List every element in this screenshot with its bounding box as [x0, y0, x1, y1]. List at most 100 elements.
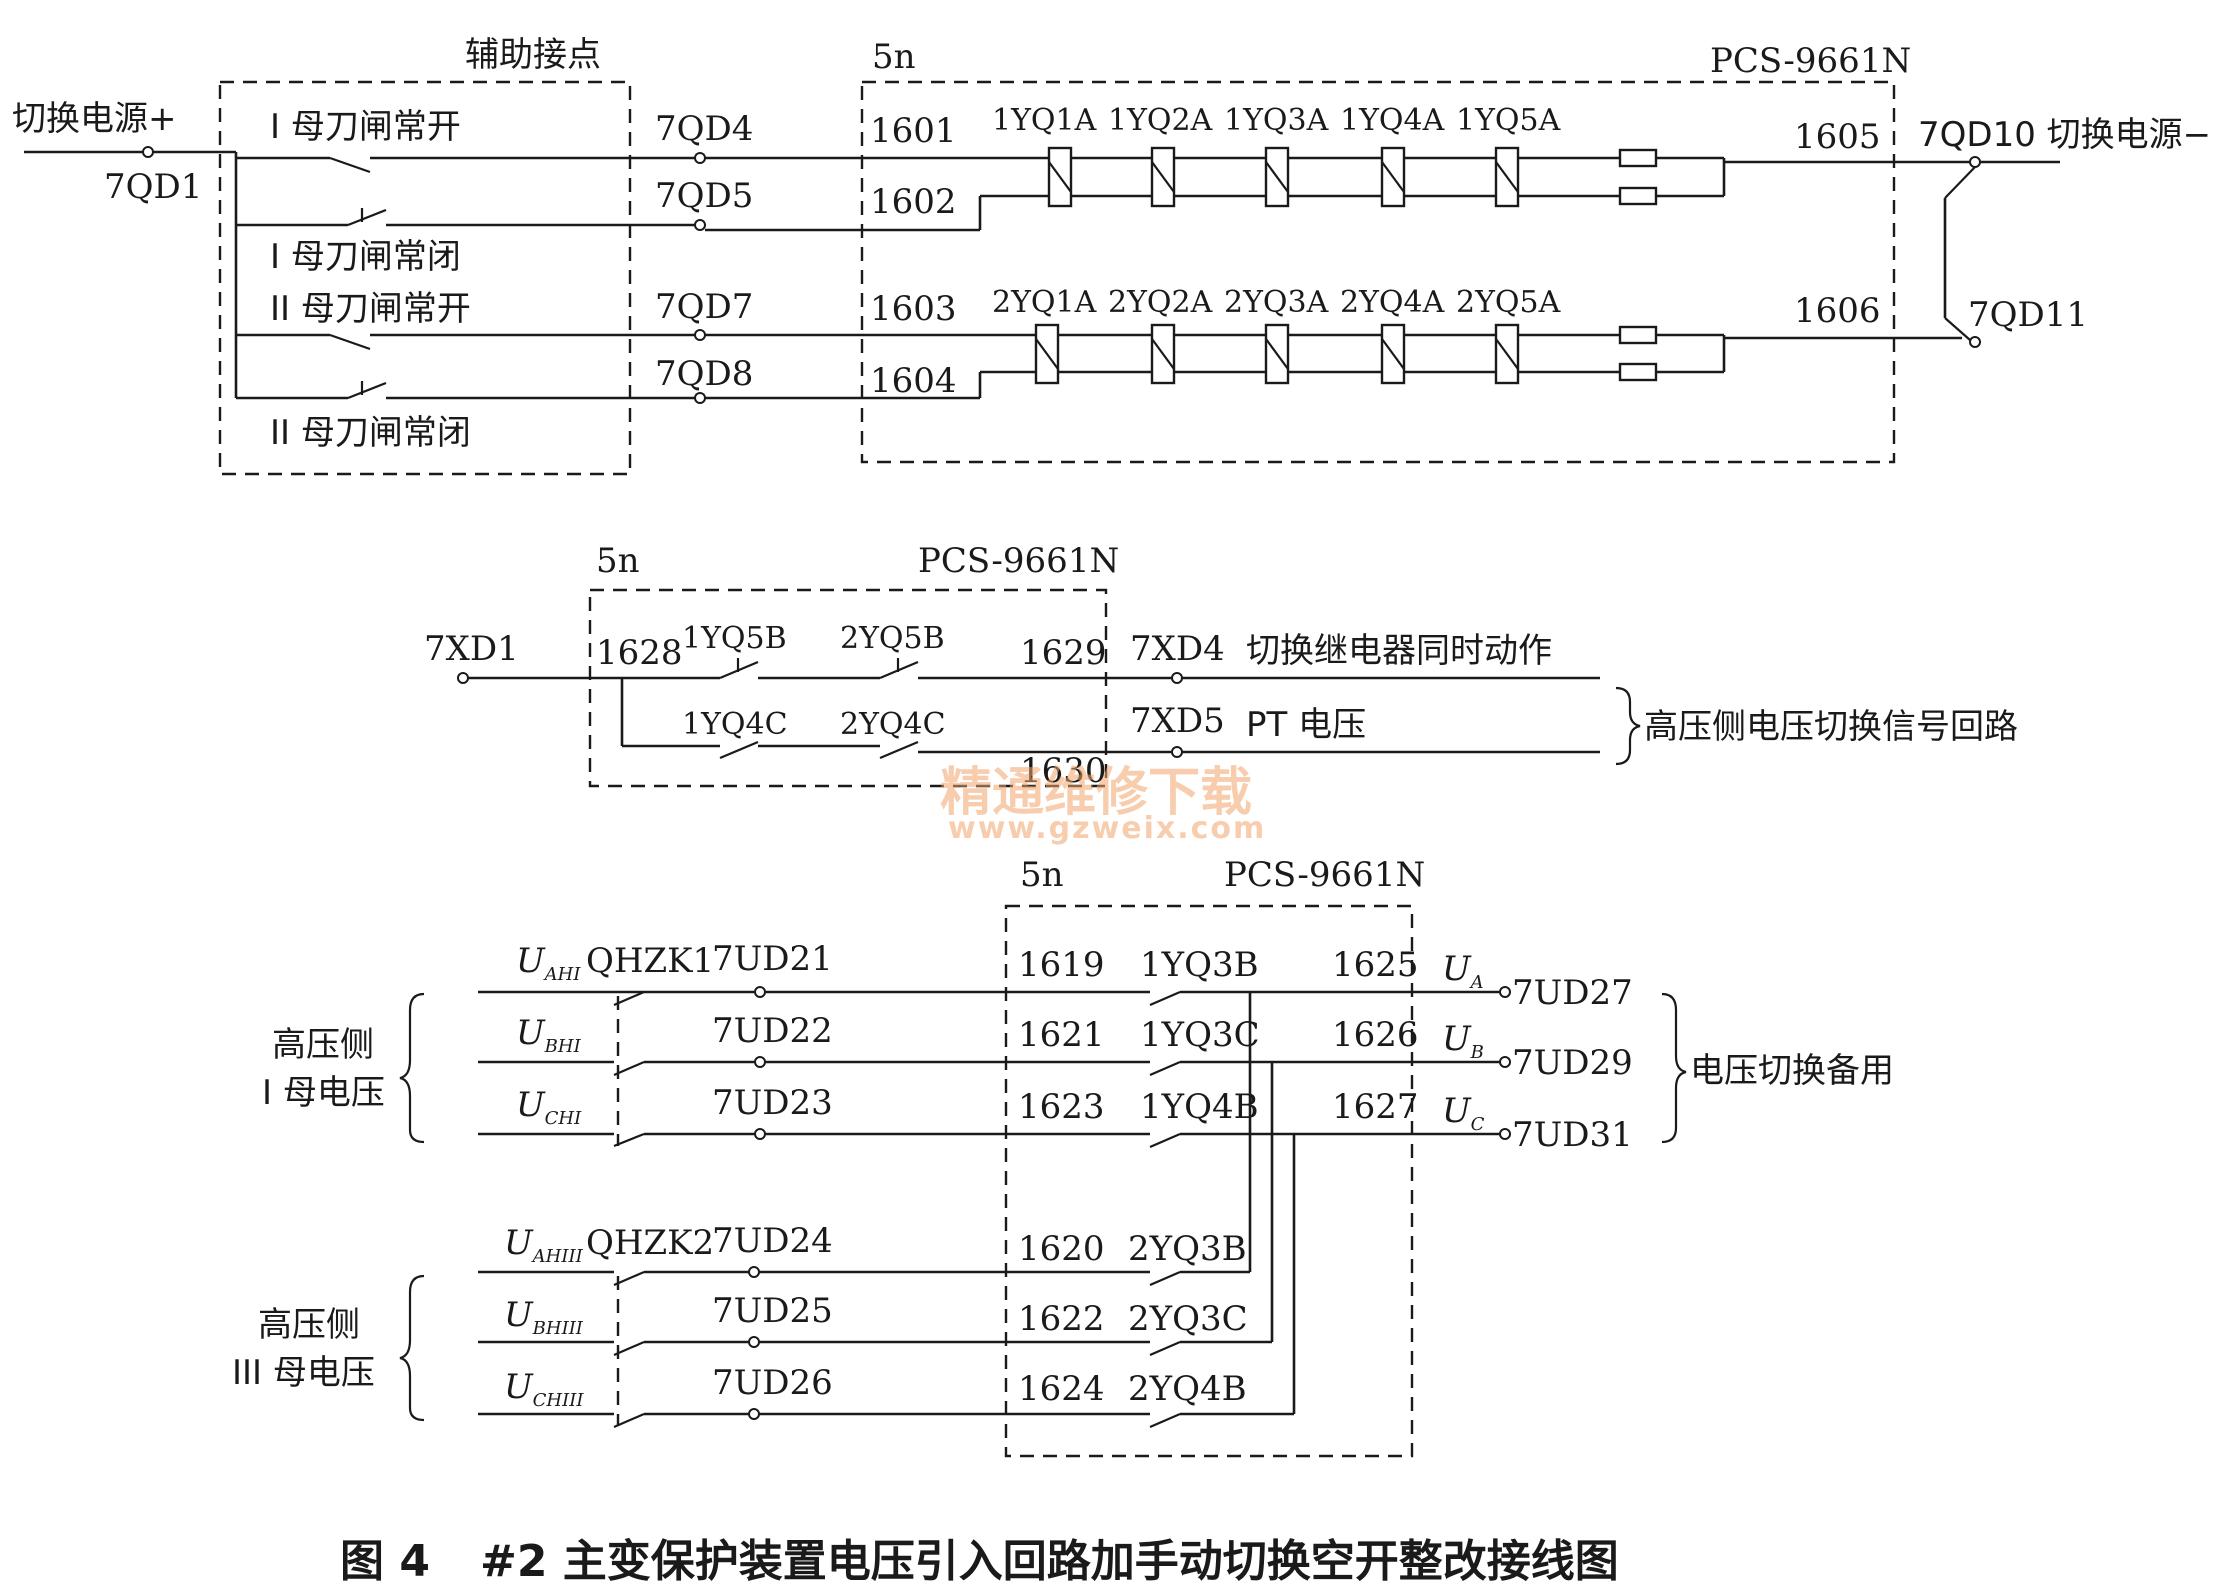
brace-label: 高压侧电压切换信号回路 [1644, 707, 2018, 747]
terminal-label: 7QD8 [655, 354, 753, 394]
relay-coil [1380, 146, 1406, 208]
brace [1661, 992, 1687, 1144]
terminal-label: 7UD25 [712, 1291, 833, 1331]
terminal-node [694, 329, 706, 341]
brace [1615, 686, 1641, 766]
figure-caption: 图 4 #2 主变保护装置电压引入回路加手动切换空开整改接线图 [340, 1536, 1619, 1587]
terminal-label: 7UD31 [1512, 1115, 1633, 1155]
coil-label: 1YQ5A [1456, 103, 1561, 138]
coil-label: 1YQ1A [992, 103, 1097, 138]
pin-label: 1604 [870, 361, 957, 401]
contact-label: 1YQ4C [682, 707, 788, 742]
pin-label: 1601 [870, 111, 957, 151]
resistor [1618, 186, 1658, 206]
terminal-node [142, 146, 154, 158]
figure-number: 图 4 [340, 1536, 430, 1587]
box-5n-label: 5n [872, 37, 916, 77]
box-5n-label: 5n [596, 541, 640, 581]
contact-label: 1YQ3C [1140, 1015, 1260, 1055]
terminal-node [694, 392, 706, 404]
terminal-label: 7QD5 [655, 176, 753, 216]
terminal-7qd11: 7QD11 [1968, 295, 2088, 335]
bottom-circuit: 5n PCS-9661N 高压侧 I 母电压 高压侧 III 母电压 UAHI … [232, 855, 1894, 1458]
terminal-node [457, 672, 469, 684]
terminal-node [1969, 156, 1981, 168]
terminal-node [1171, 672, 1183, 684]
relay-coil [1264, 146, 1290, 208]
box-5n-label: 5n [1020, 855, 1064, 895]
terminal-node [1499, 986, 1511, 998]
terminal-node [748, 1408, 760, 1420]
pin-label: 1623 [1018, 1087, 1105, 1127]
terminal-label: 7QD4 [655, 109, 753, 149]
contact-label: 2YQ3C [1128, 1299, 1248, 1339]
pin-label: 1627 [1332, 1087, 1419, 1127]
terminal-node [754, 1056, 766, 1068]
terminal-node [748, 1336, 760, 1348]
watermark-url: www.gzweix.com [948, 811, 1266, 846]
voltage-label: UBHI [516, 1013, 582, 1057]
terminal-node [694, 152, 706, 164]
desc-label: 切换继电器同时动作 [1246, 631, 1552, 671]
coil-label: 2YQ3A [1224, 285, 1329, 320]
pin-label: 1605 [1794, 117, 1881, 157]
contact-label-3: II 母刀闸常开 [270, 289, 471, 329]
pcs-label: PCS-9661N [1710, 41, 1911, 81]
coil-label: 1YQ2A [1108, 103, 1213, 138]
terminal-node [754, 1128, 766, 1140]
terminal-label: 7UD27 [1512, 973, 1633, 1013]
contact-label-2: I 母刀闸常闭 [270, 237, 461, 277]
pin-label: 1626 [1332, 1015, 1419, 1055]
terminal-node [754, 986, 766, 998]
pin-label: 1625 [1332, 945, 1419, 985]
breaker-label: QHZK1 [586, 941, 714, 981]
terminal-label: 7UD23 [712, 1083, 833, 1123]
watermark-cn: 精通维修下载 [940, 763, 1252, 823]
voltage-label: UCHI [516, 1085, 582, 1129]
source-plus-label: 切换电源+ [12, 99, 177, 139]
coil-label: 2YQ1A [992, 285, 1097, 320]
breaker-label: QHZK2 [586, 1223, 714, 1263]
voltage-label: UCHIII [504, 1367, 584, 1411]
contact-label: 1YQ5B [682, 621, 787, 656]
pcs-label: PCS-9661N [1224, 855, 1425, 895]
brace [399, 992, 425, 1144]
terminal-label: 7UD26 [712, 1363, 833, 1403]
pcs-mid-box [588, 588, 1108, 788]
pin-label: 1624 [1018, 1369, 1105, 1409]
coil-label: 1YQ4A [1340, 103, 1445, 138]
voltage-out-label: UC [1442, 1091, 1485, 1135]
terminal-node [1171, 746, 1183, 758]
relay-coil [1034, 323, 1060, 385]
desc-label: PT 电压 [1246, 705, 1366, 745]
source-minus-label: 7QD10 切换电源− [1918, 115, 2211, 155]
contact-label: 2YQ5B [840, 621, 945, 656]
pin-label: 1630 [1020, 751, 1107, 791]
voltage-label: UAHIII [504, 1223, 584, 1267]
resistor [1618, 362, 1658, 382]
terminal-label: 7XD4 [1130, 629, 1225, 669]
figure-title: #2 主变保护装置电压引入回路加手动切换空开整改接线图 [480, 1536, 1619, 1587]
relay-coil [1494, 146, 1520, 208]
contact-label: 2YQ4B [1128, 1369, 1247, 1409]
pin-label: 1602 [870, 182, 957, 222]
voltage-label: UAHI [516, 941, 581, 985]
group2-label-line1: 高压侧 [258, 1305, 360, 1345]
pcs-label: PCS-9661N [918, 541, 1119, 581]
source-plus-terminal: 7QD1 [104, 167, 202, 207]
terminal-label: 7UD22 [712, 1011, 833, 1051]
resistor [1618, 325, 1658, 345]
group1-label-line2: I 母电压 [262, 1073, 385, 1113]
terminal-node [694, 219, 706, 231]
terminal-node [1969, 336, 1981, 348]
aux-contacts-box [218, 80, 632, 476]
coil-label: 2YQ4A [1340, 285, 1445, 320]
terminal-label: 7XD5 [1130, 701, 1225, 741]
coil-label: 2YQ2A [1108, 285, 1213, 320]
relay-coil [1494, 323, 1520, 385]
pin-label: 1619 [1018, 945, 1105, 985]
terminal-node [1499, 1056, 1511, 1068]
watermark: 精通维修下载 www.gzweix.com [940, 763, 1266, 846]
brace [399, 1274, 425, 1422]
